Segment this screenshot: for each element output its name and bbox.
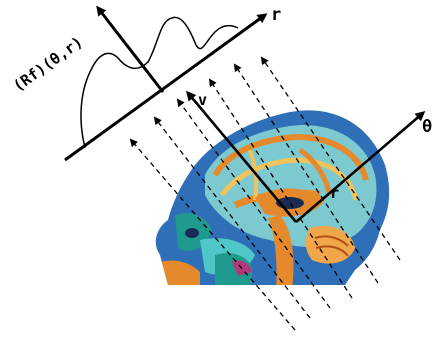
theta-axis-label: θ <box>422 117 432 137</box>
v-axis-label: v <box>198 91 207 109</box>
inner-r-label: r <box>330 184 339 202</box>
projection-label: (Rf)(θ,r) <box>10 33 86 95</box>
r-axis-label: r <box>271 5 281 25</box>
projection-profile-curve <box>81 17 238 148</box>
mri-head-image <box>150 110 390 305</box>
